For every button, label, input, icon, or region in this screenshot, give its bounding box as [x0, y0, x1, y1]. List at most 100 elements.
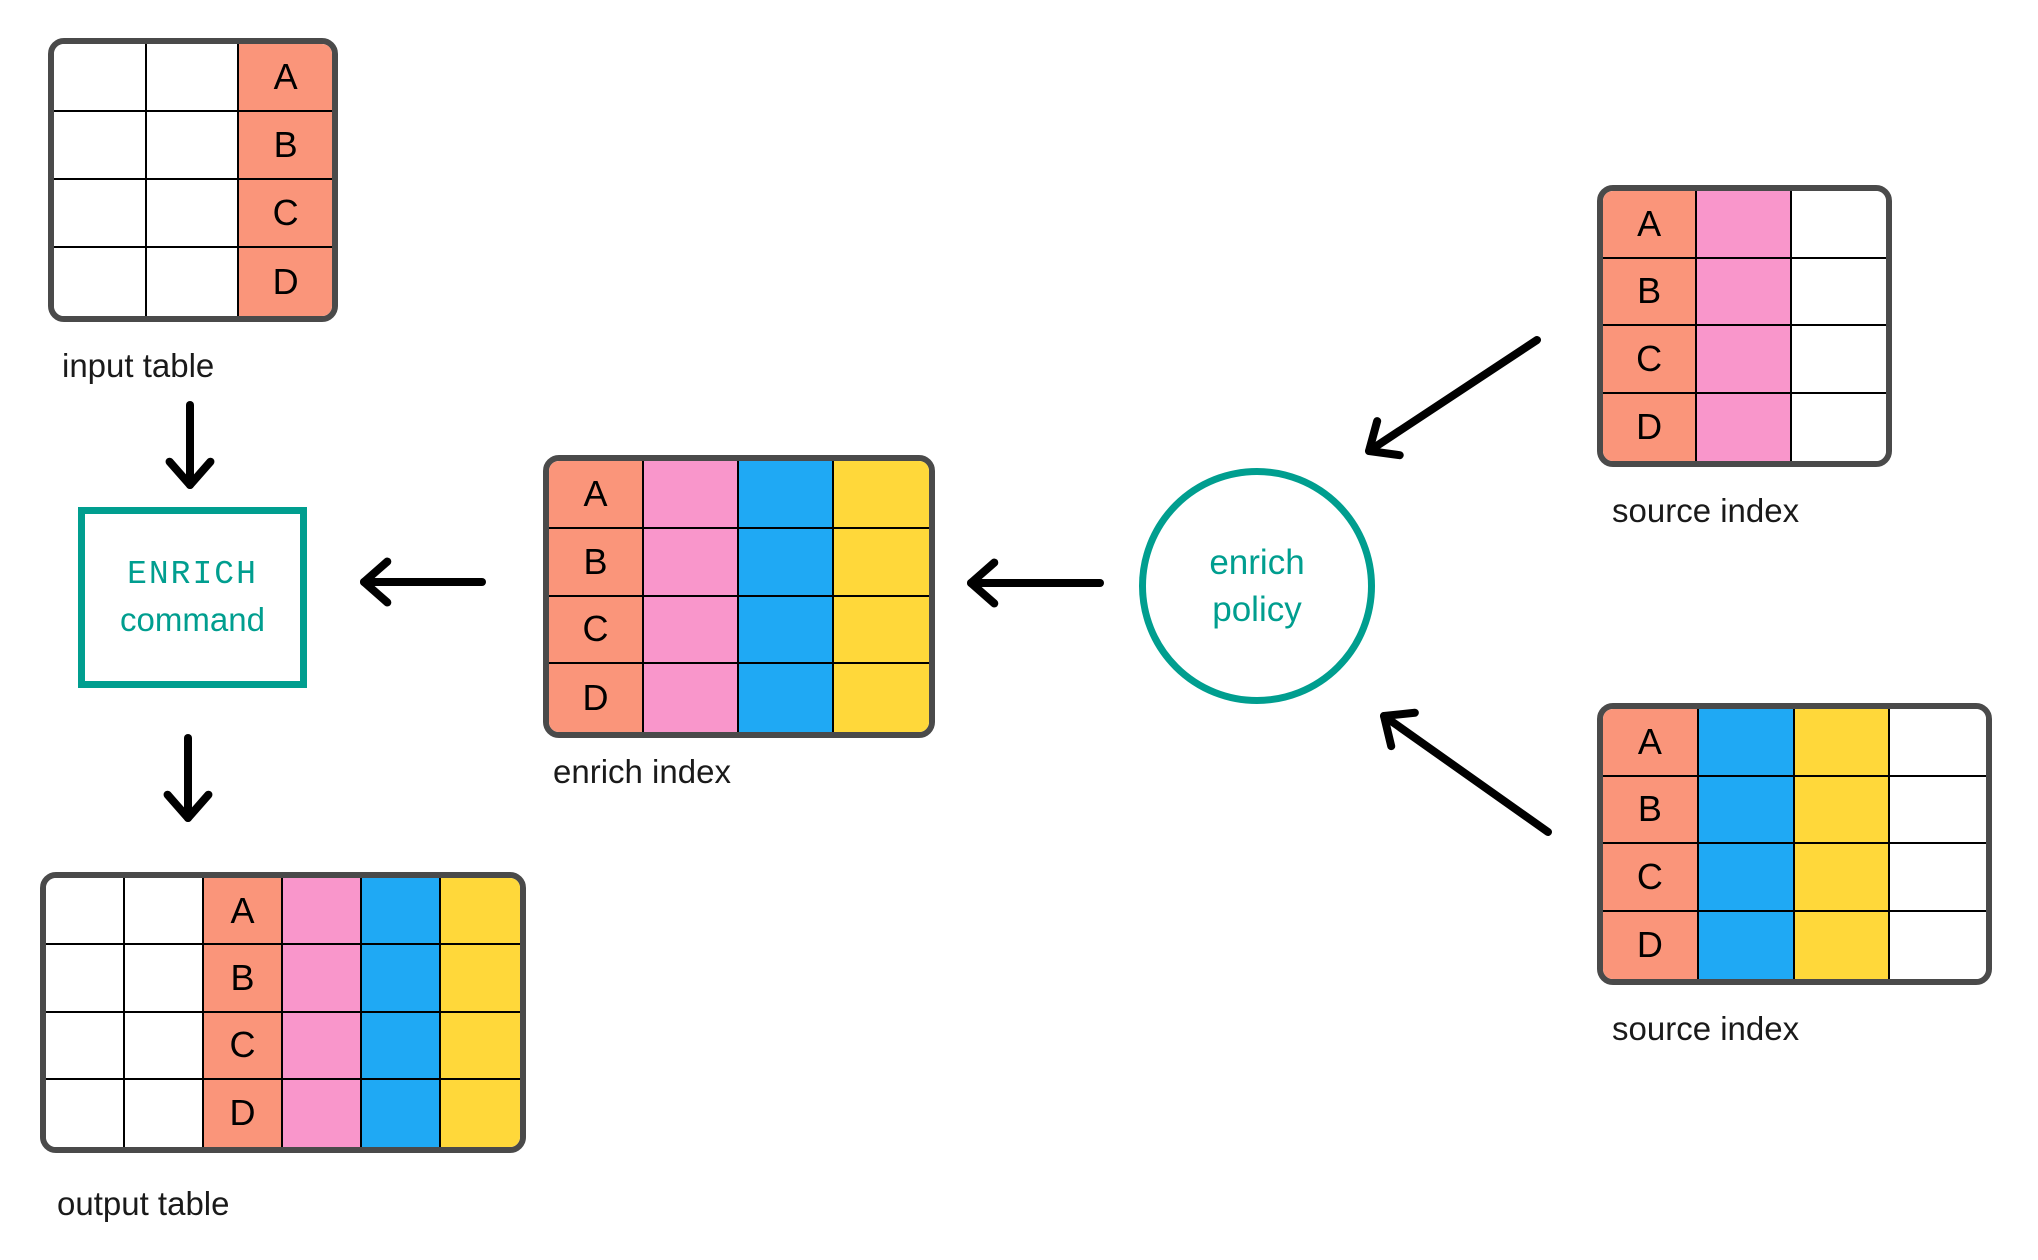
table-cell-white	[125, 878, 204, 946]
table-cell-salmon: D	[549, 664, 644, 732]
enrich-index-label: enrich index	[553, 753, 731, 790]
table-cell-salmon: A	[204, 878, 283, 946]
arrow-head	[1380, 708, 1419, 751]
table-cell-salmon: A	[1603, 709, 1699, 777]
table-cell-white	[125, 1012, 204, 1080]
table-cell-white	[125, 945, 204, 1013]
table-cell-white	[125, 1079, 204, 1147]
table-cell-blue	[739, 461, 834, 529]
table-cell-salmon: B	[1603, 776, 1699, 844]
table-cell-yellow	[1794, 709, 1891, 777]
table-cell-white	[146, 180, 240, 248]
table-cell-pink	[644, 528, 739, 597]
table-cell-pink	[283, 878, 362, 946]
enrich-command-line2: command	[120, 601, 265, 638]
table-cell-white	[1791, 393, 1886, 461]
table-cell-white	[54, 112, 147, 180]
table-cell-white	[146, 44, 240, 112]
table-cell-pink	[1697, 326, 1792, 394]
arrow-head	[967, 558, 999, 608]
table-cell-yellow	[441, 1012, 520, 1080]
table-cell-salmon: D	[204, 1079, 283, 1147]
table-cell-pink	[1697, 191, 1792, 259]
arrow-source-bottom-to-policy	[1380, 712, 1552, 836]
table-cell-pink	[283, 1079, 362, 1147]
table-cell-salmon: D	[1603, 911, 1699, 979]
table-cell-white	[46, 1079, 125, 1147]
table-cell-blue	[739, 664, 834, 732]
arrow-head	[165, 457, 215, 489]
table-cell-pink	[1697, 258, 1792, 326]
table-cell-white	[146, 248, 240, 316]
table-cell-blue	[739, 528, 834, 597]
table-cell-salmon: B	[239, 112, 332, 180]
enrich-policy-line2: policy	[1212, 590, 1302, 629]
table-cell-salmon: C	[1603, 844, 1699, 912]
table-cell-pink	[644, 664, 739, 732]
table-cell-yellow	[834, 461, 929, 529]
table-cell-white	[54, 44, 147, 112]
table-cell-blue	[1698, 709, 1795, 777]
table-cell-blue	[1698, 911, 1795, 979]
source-index-top-label: source index	[1612, 492, 1800, 529]
table-cell-salmon: B	[1603, 258, 1698, 326]
table-cell-salmon: D	[239, 248, 332, 316]
table-cell-white	[1890, 911, 1986, 979]
table-cell-white	[1791, 326, 1886, 394]
arrow-head	[1365, 417, 1404, 460]
enrich-policy-line1: enrich	[1209, 542, 1305, 582]
table-cell-yellow	[441, 1079, 520, 1147]
table-cell-salmon: C	[204, 1012, 283, 1080]
table-cell-yellow	[1794, 911, 1891, 979]
arrow-head	[360, 557, 392, 607]
output-table-label: output table	[57, 1185, 230, 1222]
table-cell-pink	[1697, 393, 1792, 461]
table-cell-white	[146, 112, 240, 180]
table-cell-salmon: B	[549, 528, 644, 597]
table-cell-salmon: A	[549, 461, 644, 529]
table-cell-white	[54, 180, 147, 248]
enrich-command-line1: ENRICH	[127, 556, 258, 593]
table-cell-white	[46, 945, 125, 1013]
table-cell-salmon: C	[1603, 326, 1698, 394]
table-cell-blue	[1698, 776, 1795, 844]
table-cell-yellow	[834, 528, 929, 597]
enrich-command-box: ENRICH command	[78, 507, 307, 688]
table-cell-blue	[362, 1012, 441, 1080]
arrow-source-top-to-policy	[1365, 336, 1541, 455]
table-cell-white	[46, 1012, 125, 1080]
arrow-head	[163, 790, 213, 822]
table-cell-blue	[739, 596, 834, 665]
table-cell-white	[1791, 191, 1886, 259]
table-cell-yellow	[441, 878, 520, 946]
table-cell-yellow	[1794, 776, 1891, 844]
table-cell-pink	[644, 596, 739, 665]
table-cell-white	[1890, 776, 1986, 844]
table-cell-blue	[1698, 844, 1795, 912]
table-cell-blue	[362, 878, 441, 946]
table-cell-salmon: C	[549, 596, 644, 665]
table-cell-pink	[283, 945, 362, 1013]
table-cell-salmon: C	[239, 180, 332, 248]
enrich-policy-circle: enrich policy	[1139, 468, 1375, 704]
table-cell-white	[1890, 844, 1986, 912]
table-cell-blue	[362, 1079, 441, 1147]
table-cell-pink	[283, 1012, 362, 1080]
table-cell-yellow	[1794, 844, 1891, 912]
table-cell-white	[54, 248, 147, 316]
table-cell-salmon: B	[204, 945, 283, 1013]
table-cell-pink	[644, 461, 739, 529]
table-cell-yellow	[834, 596, 929, 665]
table-cell-white	[46, 878, 125, 946]
table-cell-white	[1890, 709, 1986, 777]
table-cell-salmon: A	[1603, 191, 1698, 259]
table-cell-blue	[362, 945, 441, 1013]
table-cell-white	[1791, 258, 1886, 326]
source-index-bottom-label: source index	[1612, 1010, 1800, 1047]
